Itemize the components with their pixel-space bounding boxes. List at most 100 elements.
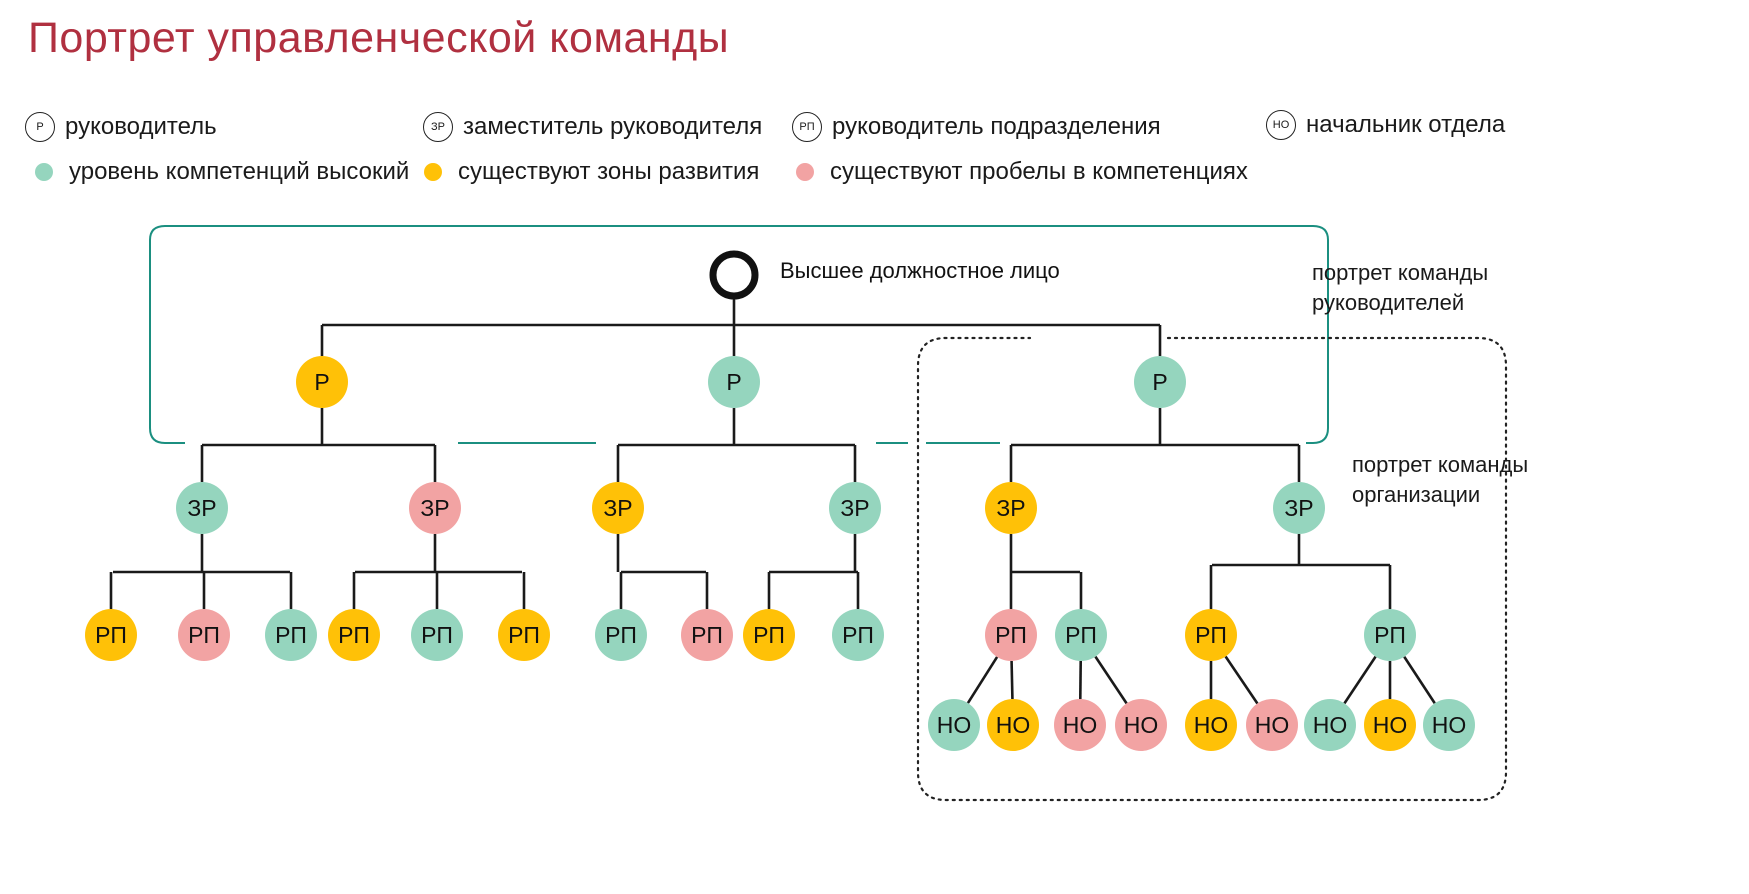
- deputy-node: ЗР: [176, 482, 228, 534]
- legend-role-dept-chief: НО начальник отдела: [1266, 110, 1505, 140]
- dept-chief-node: НО: [928, 699, 980, 751]
- deputy-circle: [409, 482, 461, 534]
- dept-chief-symbol-icon: НО: [1266, 110, 1296, 140]
- unit-head-label: РП: [508, 622, 540, 648]
- deputy-node: ЗР: [829, 482, 881, 534]
- connector-lines: [109, 299, 1436, 705]
- pink-dot-icon: [796, 163, 814, 181]
- leader-circle: [708, 356, 760, 408]
- unit-head-node: РП: [595, 609, 647, 661]
- unit-head-circle: [985, 609, 1037, 661]
- leader-symbol-icon: Р: [25, 112, 55, 142]
- leaders-team-frame: [149, 225, 1329, 444]
- green-dot-icon: [35, 163, 53, 181]
- deputy-node: ЗР: [592, 482, 644, 534]
- deputy-circle: [176, 482, 228, 534]
- unit-head-label: РП: [188, 622, 220, 648]
- deputy-label: ЗР: [187, 495, 216, 521]
- unit-head-label: РП: [605, 622, 637, 648]
- dept-chief-label: НО: [1255, 712, 1290, 738]
- legend-role-label: руководитель: [65, 113, 217, 140]
- dept-chief-node: НО: [987, 699, 1039, 751]
- dept-chief-circle: [1364, 699, 1416, 751]
- unit-head-circle: [85, 609, 137, 661]
- dept-chief-node: НО: [1364, 699, 1416, 751]
- unit-head-node: РП: [985, 609, 1037, 661]
- deputy-label: ЗР: [996, 495, 1025, 521]
- dept-chief-node: НО: [1423, 699, 1475, 751]
- unit-head-circle: [1055, 609, 1107, 661]
- unit-head-circle: [743, 609, 795, 661]
- legend-role-label: начальник отдела: [1306, 111, 1506, 138]
- connector-line: [966, 656, 999, 704]
- nodes: РП РП РП ЗР РП РП РП ЗР Р РП РП ЗР РП РП ЗР Р НО НО РП НО НО…: [85, 250, 1475, 751]
- unit-head-circle: [832, 609, 884, 661]
- unit-head-node: РП: [178, 609, 230, 661]
- dept-chief-node: НО: [1115, 699, 1167, 751]
- deputy-circle: [592, 482, 644, 534]
- connector-line: [1224, 655, 1259, 705]
- leader-label: Р: [314, 369, 329, 395]
- dept-chief-circle: [1423, 699, 1475, 751]
- dept-chief-circle: [1054, 699, 1106, 751]
- note-line: организации: [1352, 482, 1481, 507]
- unit-head-circle: [178, 609, 230, 661]
- legend-level-label: существуют зоны развития: [458, 158, 760, 185]
- unit-head-label: РП: [753, 622, 785, 648]
- dept-chief-circle: [1185, 699, 1237, 751]
- connector-line: [1403, 656, 1436, 704]
- dept-chief-label: НО: [1313, 712, 1348, 738]
- leader-node: Р: [1134, 356, 1186, 408]
- unit-head-node: РП: [1185, 609, 1237, 661]
- unit-head-label: РП: [338, 622, 370, 648]
- dept-chief-label: НО: [1373, 712, 1408, 738]
- deputy-label: ЗР: [603, 495, 632, 521]
- legend-level-label: существуют пробелы в компетенциях: [830, 158, 1248, 185]
- legend-role-unit-head: РП руководитель подразделения: [792, 112, 1161, 142]
- deputy-label: ЗР: [1284, 495, 1313, 521]
- dept-chief-label: НО: [937, 712, 972, 738]
- dept-chief-node: НО: [1185, 699, 1237, 751]
- unit-head-label: РП: [95, 622, 127, 648]
- note-line: портрет команды: [1352, 452, 1529, 477]
- leader-node: Р: [708, 356, 760, 408]
- unit-head-label: РП: [275, 622, 307, 648]
- deputy-label: ЗР: [840, 495, 869, 521]
- unit-head-circle: [1364, 609, 1416, 661]
- deputy-circle: [1273, 482, 1325, 534]
- unit-head-circle: [411, 609, 463, 661]
- org-team-note: портрет команды организации: [1352, 450, 1528, 510]
- unit-head-label: РП: [421, 622, 453, 648]
- legend-role-deputy: ЗР заместитель руководителя: [423, 112, 762, 142]
- deputy-node: ЗР: [985, 482, 1037, 534]
- dept-chief-node: НО: [1246, 699, 1298, 751]
- unit-head-node: РП: [328, 609, 380, 661]
- unit-head-label: РП: [842, 622, 874, 648]
- unit-head-circle: [498, 609, 550, 661]
- unit-head-node: РП: [681, 609, 733, 661]
- dept-chief-label: НО: [1194, 712, 1229, 738]
- unit-head-circle: [681, 609, 733, 661]
- unit-head-label: РП: [995, 622, 1027, 648]
- deputy-label: ЗР: [420, 495, 449, 521]
- deputy-node: ЗР: [409, 482, 461, 534]
- legend-level-gap: существуют пробелы в компетенциях: [796, 158, 1248, 186]
- dept-chief-circle: [928, 699, 980, 751]
- dept-chief-label: НО: [1432, 712, 1467, 738]
- top-person-circle: [709, 250, 759, 300]
- legend-level-high: уровень компетенций высокий: [35, 158, 409, 186]
- dept-chief-label: НО: [996, 712, 1031, 738]
- dept-chief-circle: [1115, 699, 1167, 751]
- legend-level-label: уровень компетенций высокий: [69, 158, 410, 185]
- unit-head-symbol-icon: РП: [792, 112, 822, 142]
- unit-head-circle: [265, 609, 317, 661]
- legend-role-leader: Р руководитель: [25, 112, 217, 142]
- unit-head-node: РП: [1055, 609, 1107, 661]
- unit-head-node: РП: [743, 609, 795, 661]
- unit-head-label: РП: [1374, 622, 1406, 648]
- dept-chief-label: НО: [1124, 712, 1159, 738]
- unit-head-circle: [1185, 609, 1237, 661]
- note-line: портрет команды: [1312, 260, 1489, 285]
- note-line: руководителей: [1312, 290, 1465, 315]
- unit-head-label: РП: [1195, 622, 1227, 648]
